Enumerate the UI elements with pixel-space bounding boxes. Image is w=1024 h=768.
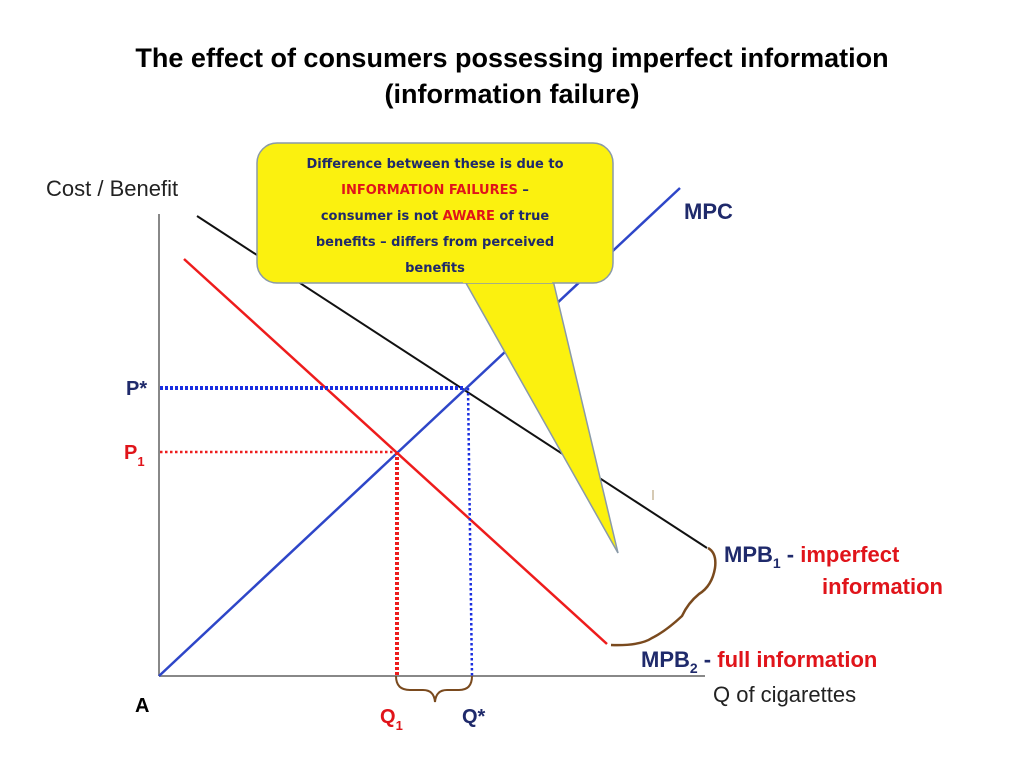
q-star-label: Q* <box>462 706 486 728</box>
slide-title-line-1: The effect of consumers possessing imper… <box>135 43 889 73</box>
x-axis-title: Q of cigarettes <box>713 682 856 707</box>
mpb1-description-line-2: information <box>822 574 943 599</box>
q1-label: Q1 <box>380 706 403 733</box>
p-star-label: P* <box>126 378 147 400</box>
slide-title-line-2: (information failure) <box>384 79 640 109</box>
y-axis-title: Cost / Benefit <box>46 176 178 201</box>
mpc-label: MPC <box>684 199 733 224</box>
information-failure-callout: Difference between these is due to INFOR… <box>256 142 619 554</box>
mpb2-label: MPB2 - full information <box>641 647 877 676</box>
callout-line-5: benefits <box>405 261 465 276</box>
mpb2-curve <box>183 258 608 645</box>
callout-bubble <box>256 142 614 284</box>
callout-line-1: Difference between these is due to <box>306 157 563 172</box>
quantity-brace <box>395 675 473 703</box>
slide-title: The effect of consumers possessing imper… <box>0 40 1024 112</box>
callout-line-2: INFORMATION FAILURES – <box>341 183 529 198</box>
origin-label: A <box>135 695 149 717</box>
callout-pointer <box>460 275 619 554</box>
mpb1-label: MPB1 - imperfect <box>724 542 900 571</box>
callout-line-4: benefits – differs from perceived <box>316 235 554 250</box>
curves-brace <box>610 546 717 647</box>
p1-label: P1 <box>124 442 145 469</box>
q-star-guide <box>466 387 474 677</box>
callout-line-3: consumer is not AWARE of true <box>321 209 550 224</box>
